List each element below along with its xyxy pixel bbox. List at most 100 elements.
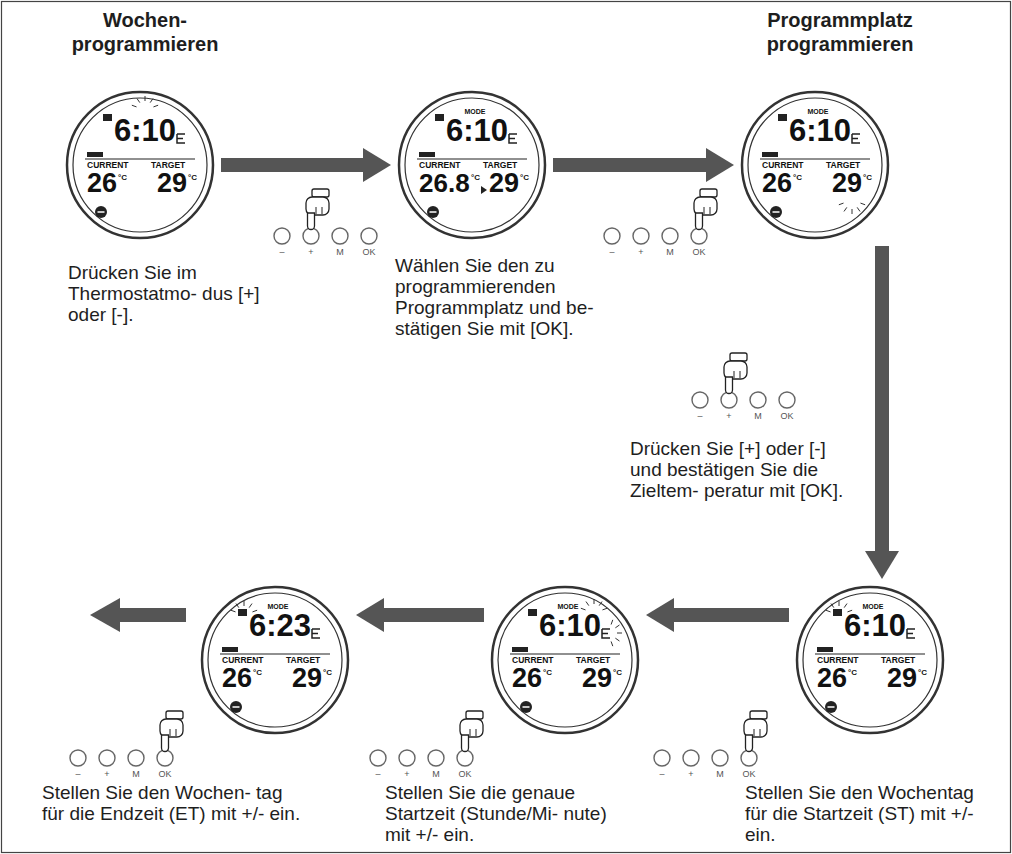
- target-temperature: 29: [489, 170, 519, 197]
- button-label: M: [660, 247, 680, 257]
- clock-time: 6:23: [249, 610, 311, 641]
- button-label: +: [631, 247, 651, 257]
- current-label: CURRENT: [817, 656, 859, 665]
- button-label: OK: [689, 247, 709, 257]
- button-label: –: [272, 247, 292, 257]
- push-button: [274, 228, 290, 244]
- inner-ring: [73, 98, 207, 232]
- push-button: [654, 750, 670, 766]
- current-temperature: 26.8: [419, 170, 470, 196]
- blink-ray: [860, 203, 865, 205]
- thermostat-display: MODE6:10CURRENTTARGET26°C29°C: [795, 585, 945, 735]
- step-caption: Stellen Sie den Wochen- tag für die Endz…: [42, 782, 304, 824]
- unit: °C: [543, 669, 552, 677]
- button-label: M: [426, 769, 446, 779]
- current-label: CURRENT: [762, 161, 804, 170]
- blink-ray: [599, 602, 602, 606]
- minus-icon: [520, 701, 532, 713]
- blink-ray: [137, 99, 140, 103]
- pointing-hand: [160, 711, 183, 752]
- thermostat-display: MODE6:10CURRENTTARGET26°C29°C: [490, 585, 640, 735]
- button-label: M: [330, 247, 350, 257]
- button-label: –: [368, 769, 388, 779]
- push-button: [399, 750, 415, 766]
- outer-ring: [742, 92, 888, 238]
- hand-palm: [724, 361, 747, 379]
- thermostat-display: MODE6:10CURRENTTARGET26°C29°C: [740, 90, 890, 240]
- blink-ray: [857, 207, 860, 211]
- push-button: [303, 228, 319, 244]
- step-caption: Drücken Sie im Thermostatmo- dus [+] ode…: [68, 262, 268, 325]
- button-label: OK: [155, 769, 175, 779]
- push-button: [604, 228, 620, 244]
- push-button: [99, 750, 115, 766]
- minus-icon-bar: [98, 211, 105, 213]
- section-heading: Programmplatz programmieren: [740, 8, 940, 56]
- divider-line: [220, 653, 330, 654]
- minus-icon-bar: [233, 706, 240, 708]
- push-button: [779, 392, 795, 408]
- blink-ray: [611, 641, 613, 646]
- mode-icon: [312, 629, 320, 638]
- minus-icon-bar: [773, 211, 780, 213]
- divider-line: [85, 158, 195, 159]
- flow-arrow: [674, 608, 789, 622]
- hand-palm: [306, 197, 329, 215]
- blink-rays: [132, 96, 158, 107]
- blink-ray: [852, 209, 853, 214]
- push-button: [692, 392, 708, 408]
- blink-rays: [839, 203, 865, 214]
- divider-line: [510, 653, 620, 654]
- inner-ring: [498, 593, 632, 727]
- flow-arrow: [384, 608, 484, 622]
- thermostat-display: MODE6:23CURRENTTARGET26°C29°C: [200, 585, 350, 735]
- hand-knuckles: [316, 207, 322, 214]
- arrow-indicator: [481, 186, 487, 194]
- hand-cuff: [166, 711, 183, 719]
- button-label: +: [301, 247, 321, 257]
- status-bar: [87, 152, 103, 157]
- status-icon: [528, 609, 537, 616]
- minus-icon: [95, 206, 107, 218]
- blink-ray: [132, 105, 137, 107]
- push-button: [662, 228, 678, 244]
- target-temperature: 29: [832, 170, 862, 197]
- outer-ring: [202, 587, 348, 733]
- current-label: CURRENT: [419, 161, 461, 170]
- flow-arrow: [221, 158, 363, 172]
- mode-indicator: MODE: [808, 108, 829, 115]
- clock-time: 6:10: [539, 610, 601, 641]
- outer-ring: [492, 587, 638, 733]
- divider-line: [417, 158, 527, 159]
- unit: °C: [253, 669, 262, 677]
- button-label: +: [397, 769, 417, 779]
- unit: °C: [520, 174, 529, 182]
- hand-knuckles: [734, 371, 740, 378]
- unit: °C: [848, 669, 857, 677]
- clock-time: 6:10: [789, 115, 851, 146]
- hand-cuff: [312, 189, 329, 197]
- button-label: OK: [359, 247, 379, 257]
- current-label: CURRENT: [222, 656, 264, 665]
- unit: °C: [118, 174, 127, 182]
- hand-palm: [460, 719, 483, 737]
- push-button: [712, 750, 728, 766]
- unit: °C: [323, 669, 332, 677]
- hand-finger: [162, 735, 169, 752]
- pointing-hand: [306, 189, 329, 230]
- target-temperature: 29: [292, 665, 322, 692]
- status-bar: [222, 647, 238, 652]
- push-button: [633, 228, 649, 244]
- blink-ray: [844, 604, 847, 608]
- hand-cuff: [730, 353, 747, 361]
- status-icon: [435, 114, 444, 121]
- hand-knuckles: [470, 729, 476, 736]
- button-label: –: [602, 247, 622, 257]
- unit: °C: [613, 669, 622, 677]
- push-button: [128, 750, 144, 766]
- push-button: [741, 750, 757, 766]
- step-caption: Stellen Sie den Wochentag für die Startz…: [745, 782, 977, 845]
- button-row: [274, 189, 377, 244]
- hand-palm: [744, 719, 767, 737]
- status-bar: [419, 152, 435, 157]
